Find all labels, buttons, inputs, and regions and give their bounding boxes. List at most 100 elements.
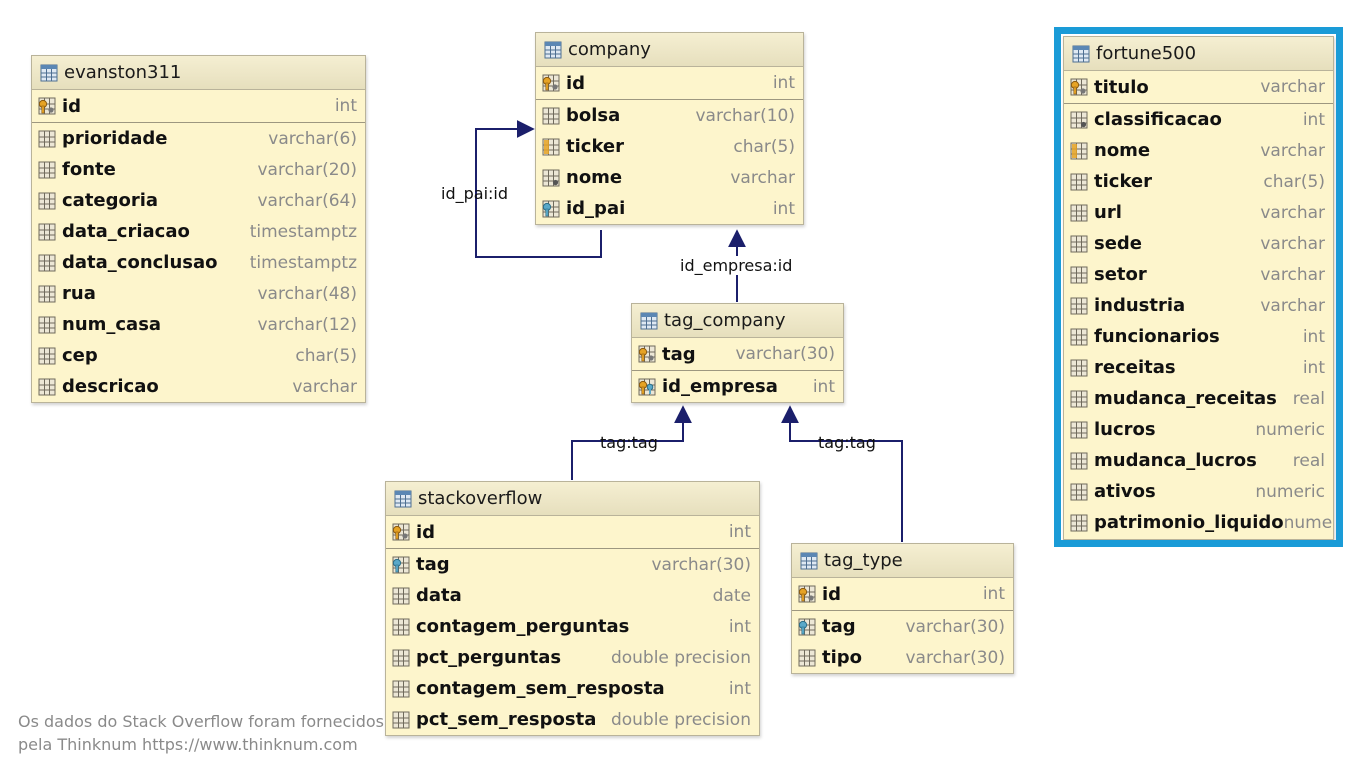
primary-key-icon [38, 97, 56, 115]
column-type: int [1302, 326, 1325, 347]
column-row[interactable]: tag varchar(30) [386, 549, 759, 580]
table-header[interactable]: tag_company [632, 304, 843, 338]
primary-key-icon [392, 523, 410, 541]
column-type: int [772, 198, 795, 219]
footnote-line-1: Os dados do Stack Overflow foram forneci… [18, 712, 384, 731]
column-row[interactable]: ativos numeric [1064, 476, 1333, 507]
table-header[interactable]: evanston311 [32, 56, 365, 90]
column-icon [392, 587, 410, 605]
column-type: double precision [610, 647, 751, 668]
column-type: date [712, 585, 751, 606]
column-icon [1070, 173, 1088, 191]
column-name: contagem_perguntas [416, 616, 630, 637]
table-header[interactable]: fortune500 [1064, 37, 1333, 71]
column-type: int [728, 678, 751, 699]
column-name: descricao [62, 376, 159, 397]
column-type: numeric [1255, 481, 1325, 502]
column-icon [38, 285, 56, 303]
column-type: varchar(30) [651, 554, 751, 575]
column-type: int [812, 376, 835, 397]
column-type: int [982, 584, 1005, 604]
relation-line-tag-type-tag-company [781, 405, 903, 542]
column-type: varchar [1260, 77, 1325, 97]
column-name: data_criacao [62, 221, 190, 242]
column-icon [38, 347, 56, 365]
column-name: prioridade [62, 128, 168, 149]
fortune500-highlight-frame [1054, 27, 1343, 547]
column-name: categoria [62, 190, 159, 211]
column-name: ativos [1094, 481, 1156, 502]
column-name: id [416, 521, 436, 543]
table-name: company [568, 39, 651, 60]
table-header[interactable]: tag_type [792, 544, 1013, 578]
column-type: varchar(48) [257, 283, 357, 304]
column-name: classificacao [1094, 109, 1222, 130]
column-type: real [1292, 450, 1325, 471]
column-name: setor [1094, 264, 1147, 285]
not-null-column-icon [542, 169, 560, 187]
table-name: stackoverflow [418, 488, 543, 509]
column-name: tag [416, 554, 450, 575]
column-icon [1070, 297, 1088, 315]
foreign-key-icon [392, 556, 410, 574]
column-name: tipo [822, 647, 863, 668]
column-name: receitas [1094, 357, 1176, 378]
column-name: id [822, 583, 842, 605]
relation-label-tag-type-tag-company: tag:tag [818, 433, 876, 452]
table-header[interactable]: company [536, 33, 803, 67]
column-type: varchar(20) [257, 159, 357, 180]
column-row[interactable]: id int [792, 578, 1013, 611]
column-icon [38, 378, 56, 396]
column-name: sede [1094, 233, 1143, 254]
table-name: fortune500 [1096, 43, 1197, 64]
relation-line-company-self [475, 120, 602, 258]
table-header[interactable]: stackoverflow [386, 482, 759, 516]
relation-label-company-self: id_pai:id [441, 184, 508, 203]
